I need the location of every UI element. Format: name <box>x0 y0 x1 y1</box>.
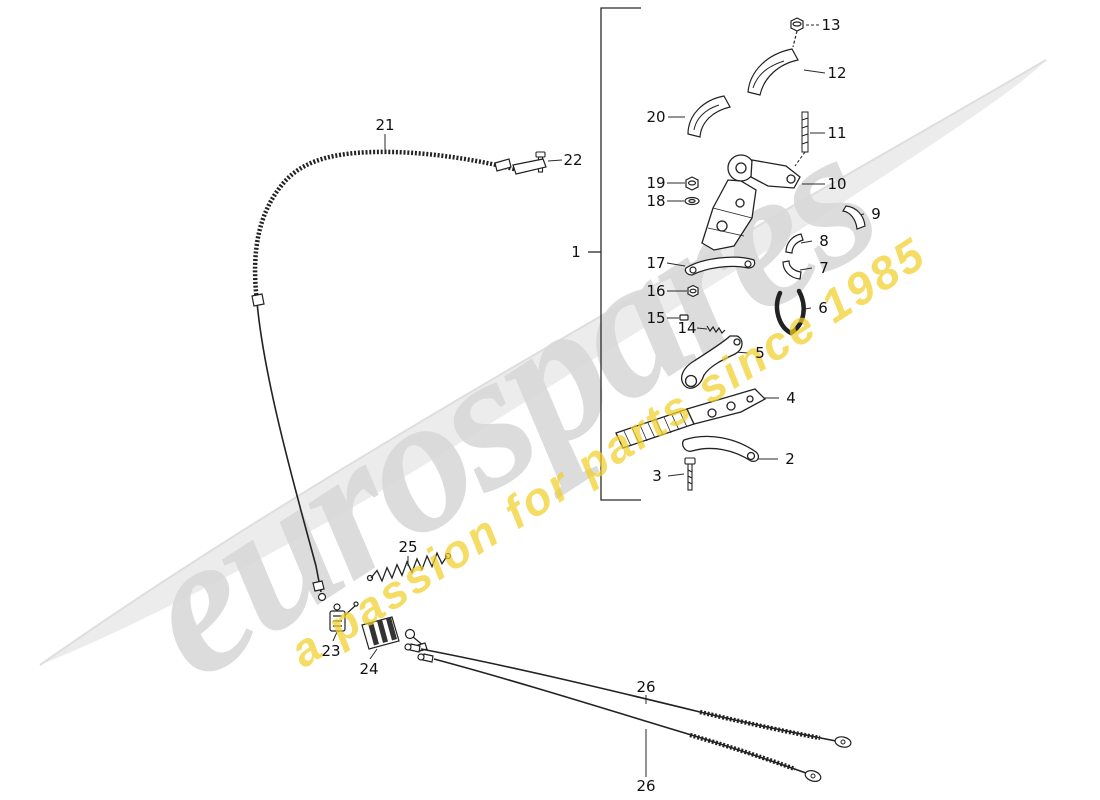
part-4-hand-lever <box>615 388 767 449</box>
part-label-13: 13 <box>821 16 841 34</box>
part-label-26: 26 <box>636 678 656 696</box>
part-label-4: 4 <box>786 389 796 407</box>
part-label-25: 25 <box>398 538 418 556</box>
cable-end-barrel <box>317 592 327 602</box>
part-label-1: 1 <box>571 243 581 261</box>
group-bracket-part-1 <box>588 7 641 501</box>
cable-clevis-fitting <box>512 158 547 175</box>
swoosh-edge <box>39 59 1047 666</box>
cable-adjuster-barrel <box>494 158 512 172</box>
part-20-clamp-shell <box>687 95 731 138</box>
part-10-support-bracket <box>701 154 801 251</box>
part-label-3: 3 <box>652 467 662 485</box>
part-label-11: 11 <box>827 124 847 142</box>
part-2-connecting-arm <box>681 435 760 462</box>
part-label-21: 21 <box>375 116 395 134</box>
leader-lines <box>332 24 865 777</box>
part-label-26: 26 <box>636 777 656 795</box>
part-label-6: 6 <box>818 299 828 317</box>
part-8-bushing-half <box>785 233 804 254</box>
part-23-cable-adjuster <box>329 601 359 632</box>
part-label-10: 10 <box>827 175 847 193</box>
rear-cable-lower-sheath <box>689 732 796 772</box>
part-label-23: 23 <box>321 642 341 660</box>
rear-cable-upper <box>420 648 837 742</box>
part-24-compensator <box>361 616 400 650</box>
part-label-5: 5 <box>755 344 765 362</box>
part-label-24: 24 <box>359 660 379 678</box>
part-18-washer <box>684 196 700 206</box>
part-label-9: 9 <box>871 205 881 223</box>
part-label-17: 17 <box>646 254 666 272</box>
part-11-pin <box>794 111 809 167</box>
part-label-16: 16 <box>646 282 666 300</box>
part-label-22: 22 <box>563 151 583 169</box>
part-26-rear-cables <box>404 643 852 782</box>
part-12-clamp-shell <box>747 48 799 96</box>
part-label-2: 2 <box>785 450 795 468</box>
part-7-bushing-half <box>782 260 802 280</box>
part-16-nut <box>687 284 699 298</box>
part-label-18: 18 <box>646 192 666 210</box>
part-15-pin <box>679 314 689 321</box>
part-label-8: 8 <box>819 232 829 250</box>
cable-ferrule <box>251 293 265 307</box>
part-label-7: 7 <box>819 259 829 277</box>
part-13-nut <box>790 17 804 48</box>
swoosh-shape <box>40 60 1046 665</box>
part-17-brake-lever <box>684 256 756 276</box>
part-label-19: 19 <box>646 174 666 192</box>
part-9-bracket <box>842 205 866 230</box>
part-5-ratchet-lever <box>680 335 743 389</box>
part-19-nut <box>685 176 699 191</box>
part-label-20: 20 <box>646 108 666 126</box>
rear-cable-lower <box>433 658 807 774</box>
part-14-spring <box>706 325 726 334</box>
rear-cable-upper-sheath <box>699 709 821 741</box>
part-3-bolt <box>684 457 696 491</box>
part-21-brake-cable <box>251 149 547 602</box>
part-label-14: 14 <box>677 319 697 337</box>
part-25-spring <box>366 551 452 583</box>
part-label-12: 12 <box>827 64 847 82</box>
cable-inner-wire <box>256 301 322 593</box>
part-label-15: 15 <box>646 309 666 327</box>
cable-end-stop <box>312 580 325 592</box>
part-6-u-clip <box>774 288 806 336</box>
